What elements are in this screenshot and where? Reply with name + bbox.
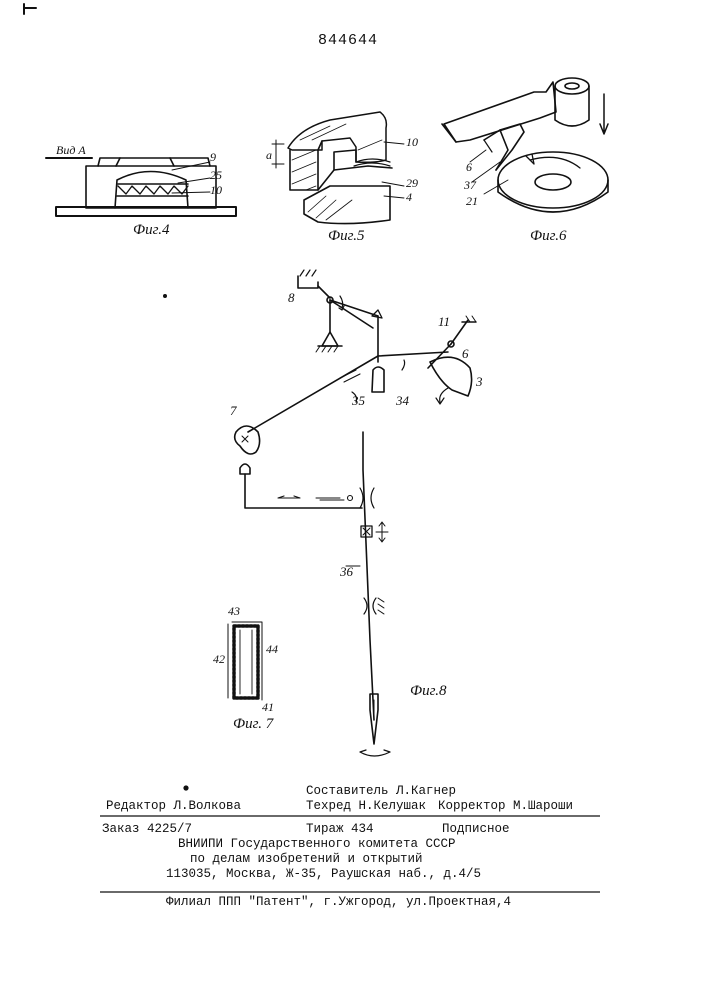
imprint-techred: Техред Н.Келушак <box>306 799 426 813</box>
fig8-callout-35: 35 <box>352 393 365 409</box>
stray-dot <box>164 295 166 297</box>
fig7-drawing <box>228 622 262 700</box>
imprint-org-line1: ВНИИПИ Государственного комитета СССР <box>178 837 456 851</box>
fig5-callout-10: 10 <box>406 135 418 150</box>
patent-number: 844644 <box>318 32 378 49</box>
fig4-callout-25: 25 <box>210 168 222 183</box>
imprint-compiler: Составитель Л.Кагнер <box>306 784 456 798</box>
fig4-caption: Фиг.4 <box>133 222 169 239</box>
imprint-circulation: Тираж 434 <box>306 822 374 836</box>
fig8-callout-11: 11 <box>438 314 450 330</box>
fig5-caption: Фиг.5 <box>328 228 364 245</box>
imprint-order: Заказ 4225/7 <box>102 822 192 836</box>
fig7-callout-44: 44 <box>266 642 278 657</box>
fig6-callout-37: 37 <box>464 178 476 193</box>
imprint-branch: Филиал ППП "Патент", г.Ужгород, ул.Проек… <box>166 895 511 909</box>
fig7-callout-41: 41 <box>262 700 274 715</box>
fig6-callout-21: 21 <box>466 194 478 209</box>
corner-mark <box>24 4 36 14</box>
fig8-callout-8: 8 <box>288 290 295 306</box>
fig7-callout-43: 43 <box>228 604 240 619</box>
fig4-callout-9: 9 <box>210 150 216 165</box>
fig8-callout-36: 36 <box>340 564 353 580</box>
fig6-caption: Фиг.6 <box>530 228 566 245</box>
fig7-callout-42: 42 <box>213 652 225 667</box>
fig5-callout-4: 4 <box>406 190 412 205</box>
imprint-org-line2: по делам изобретений и открытий <box>190 852 423 866</box>
fig5-drawing <box>272 112 404 224</box>
imprint-subscription: Подписное <box>442 822 510 836</box>
imprint-address: 113035, Москва, Ж-35, Раушская наб., д.4… <box>166 867 481 881</box>
fig4-callout-10: 10 <box>210 183 222 198</box>
fig6-callout-6: 6 <box>466 160 472 175</box>
fig4-drawing <box>46 158 236 216</box>
fig7-caption: Фиг. 7 <box>233 716 273 733</box>
fig8-callout-34: 34 <box>396 393 409 409</box>
fig8-callout-3: 3 <box>476 374 483 390</box>
imprint-editor: Редактор Л.Волкова <box>106 799 241 813</box>
fig8-callout-7: 7 <box>230 403 237 419</box>
imprint-corrector: Корректор М.Шароши <box>438 799 573 813</box>
fig8-callout-6: 6 <box>462 346 469 362</box>
fig4-view-label: Вид А <box>56 143 86 158</box>
fig5-callout-29: 29 <box>406 176 418 191</box>
fig8-caption: Фиг.8 <box>410 683 446 700</box>
fig5-dimension-a: a <box>266 148 272 163</box>
stray-dot <box>184 786 188 790</box>
